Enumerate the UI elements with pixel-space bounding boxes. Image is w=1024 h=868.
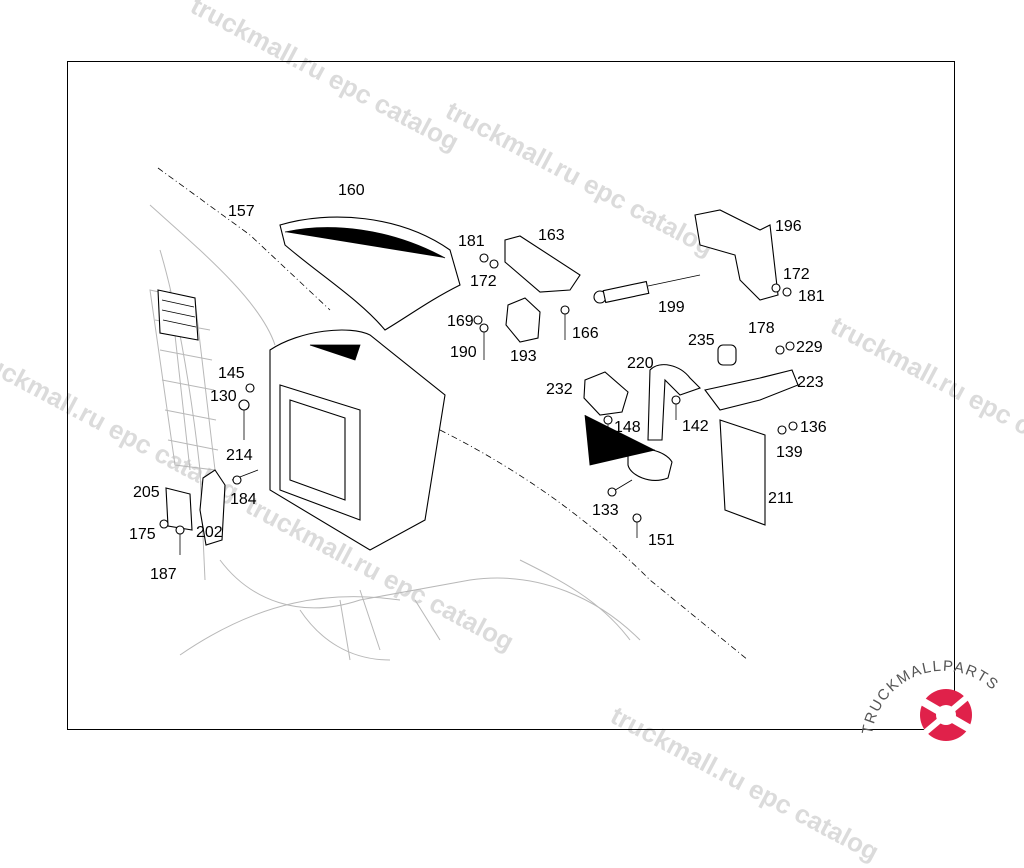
callout-235: 235 — [688, 332, 715, 349]
callout-214: 214 — [226, 447, 253, 464]
callout-220: 220 — [627, 355, 654, 372]
callout-133: 133 — [592, 502, 619, 519]
callout-142: 142 — [682, 418, 709, 435]
gear-icon — [918, 689, 974, 741]
callout-163: 163 — [538, 227, 565, 244]
callout-151: 151 — [648, 532, 675, 549]
truckmallparts-logo: TRUCKMALLPARTS — [860, 658, 1001, 741]
reference-line — [157, 167, 331, 311]
screw — [175, 305, 681, 555]
bracket-202 — [199, 469, 226, 546]
exploded-parts-diagram: 157 160 181 163 172 196 172 181 199 169 … — [129, 167, 827, 661]
air-vent — [157, 289, 199, 341]
support-bracket — [694, 209, 779, 301]
callout-199: 199 — [658, 299, 685, 316]
callout-175: 175 — [129, 526, 156, 543]
grab-handle — [704, 369, 799, 411]
callout-166: 166 — [572, 325, 599, 342]
callout-172: 172 — [470, 273, 497, 290]
callout-172: 172 — [783, 266, 810, 283]
glovebox-housing — [269, 329, 446, 551]
latch-body — [505, 297, 541, 343]
callout-160: 160 — [338, 182, 365, 199]
callout-190: 190 — [450, 344, 477, 361]
gas-strut — [593, 274, 701, 304]
callout-187: 187 — [150, 566, 177, 583]
callout-223: 223 — [797, 374, 824, 391]
grab-handle — [647, 364, 702, 441]
callout-181: 181 — [458, 233, 485, 250]
callout-139: 139 — [776, 444, 803, 461]
callout-136: 136 — [800, 419, 827, 436]
callout-169: 169 — [447, 313, 474, 330]
callout-202: 202 — [196, 524, 223, 541]
callout-145: 145 — [218, 365, 245, 382]
callout-205: 205 — [133, 484, 160, 501]
washer — [159, 253, 798, 529]
diagram-frame — [67, 61, 955, 730]
reference-line — [439, 429, 749, 661]
dashboard-outline — [149, 204, 641, 661]
knob — [717, 344, 737, 366]
callout-193: 193 — [510, 348, 537, 365]
reference-line — [584, 414, 656, 466]
mounting-plate — [719, 419, 766, 526]
callout-148: 148 — [614, 419, 641, 436]
hinge-bracket — [504, 235, 581, 293]
bracket-205 — [165, 487, 193, 531]
callout-211: 211 — [768, 490, 794, 507]
callout-181: 181 — [798, 288, 825, 305]
callout-196: 196 — [775, 218, 802, 235]
callout-232: 232 — [546, 381, 573, 398]
callout-130: 130 — [210, 388, 237, 405]
callout-229: 229 — [796, 339, 823, 356]
callout-184: 184 — [230, 491, 257, 508]
callout-157: 157 — [228, 203, 255, 220]
bracket-block — [583, 371, 629, 416]
callout-178: 178 — [748, 320, 775, 337]
